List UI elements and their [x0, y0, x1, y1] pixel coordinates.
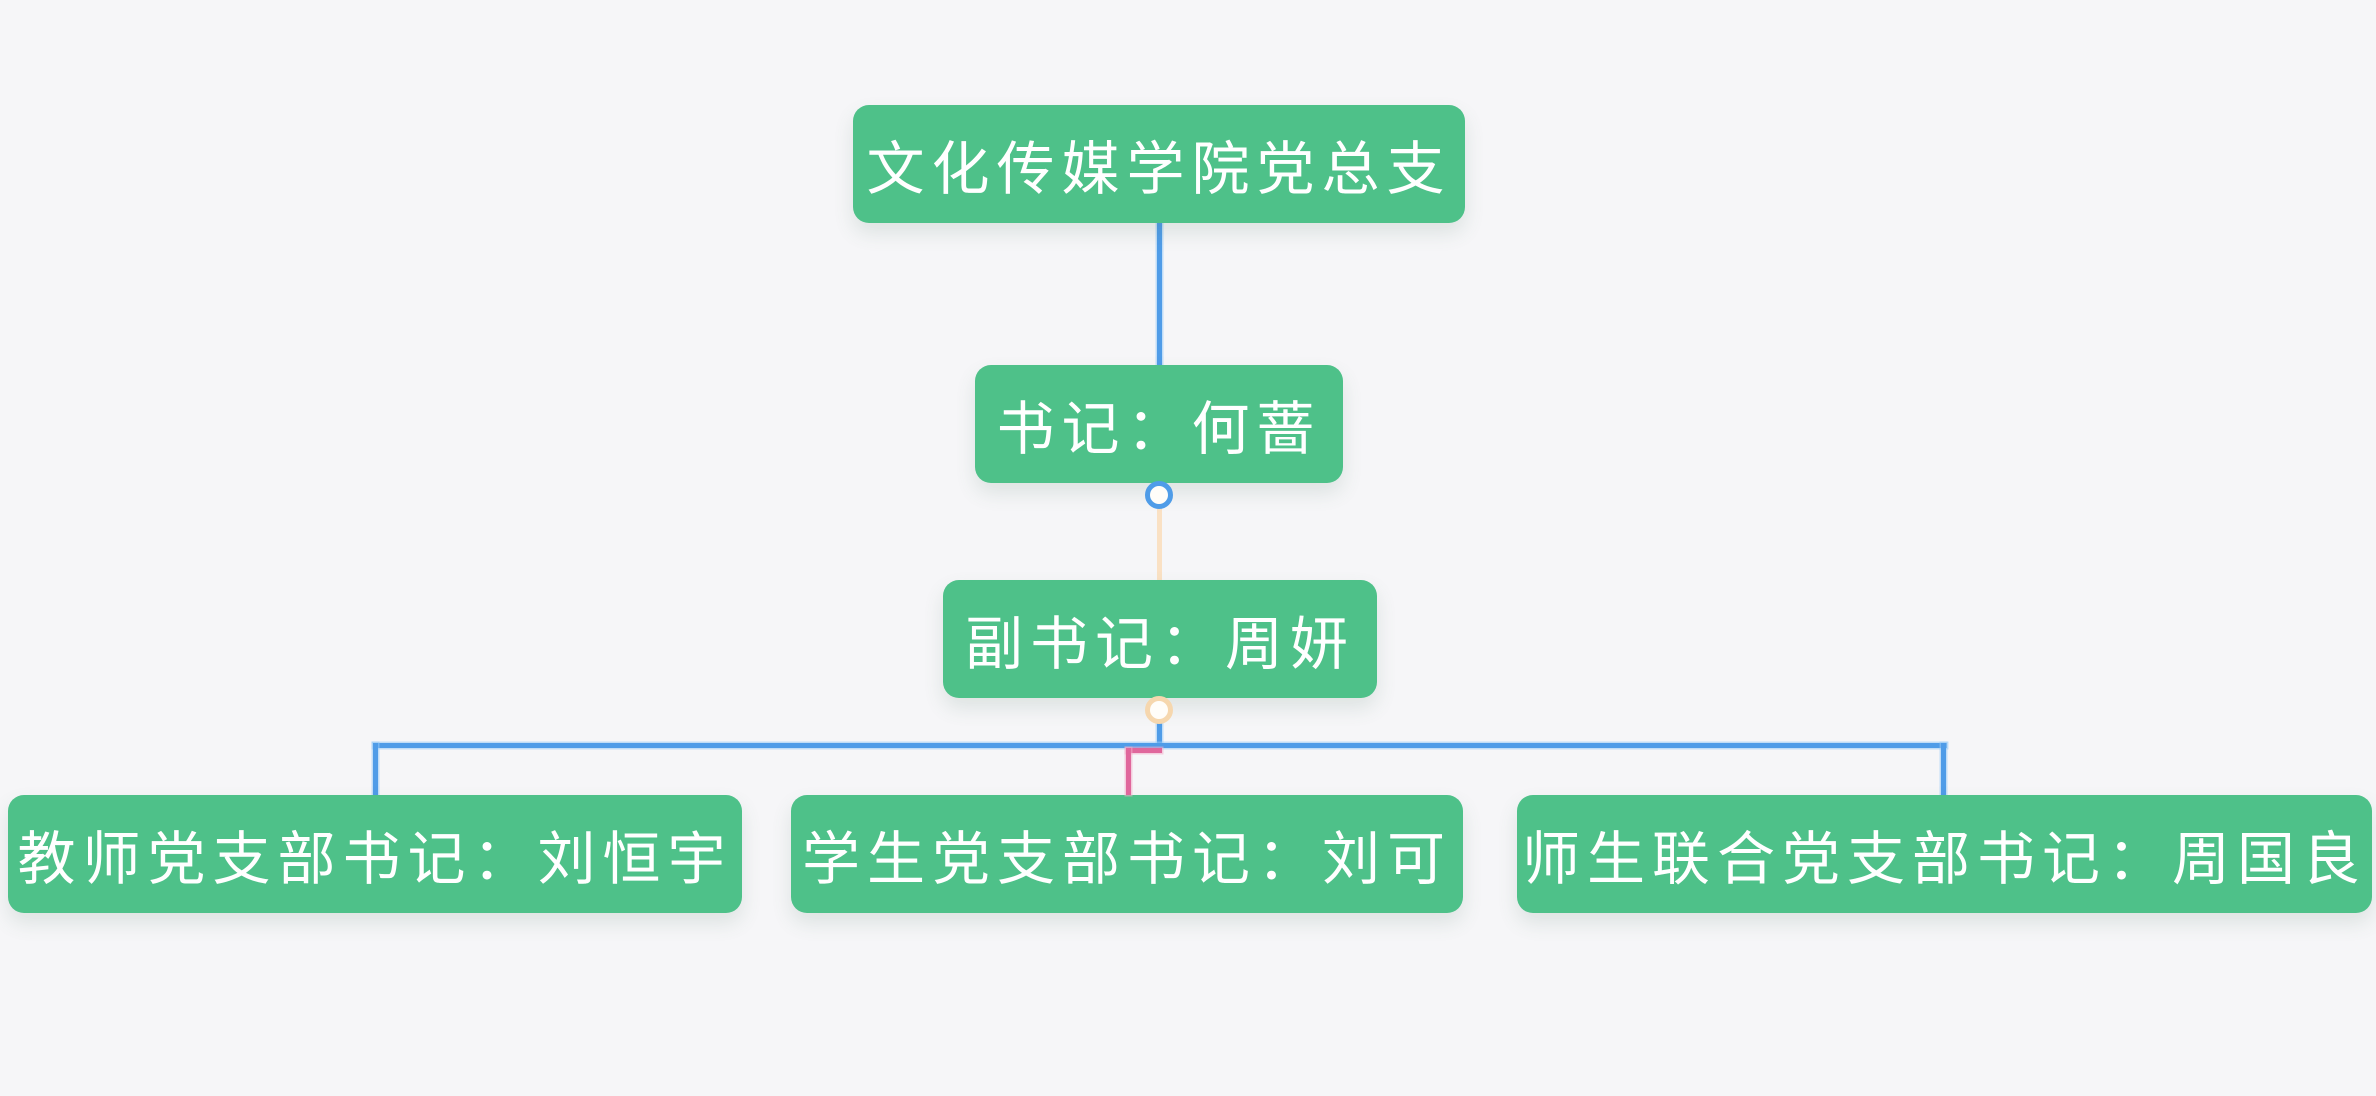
connector-drop-teacher-branch — [373, 743, 378, 795]
connector-deputy-stub — [1157, 723, 1162, 746]
node-party-general-branch[interactable]: 文化传媒学院党总支 — [853, 105, 1465, 223]
connector-root-to-secretary — [1157, 223, 1162, 365]
collapse-handle-secretary[interactable] — [1145, 481, 1173, 509]
connector-pink-jog — [1126, 748, 1162, 753]
node-secretary[interactable]: 书记：何蔷 — [975, 365, 1343, 483]
node-student-branch[interactable]: 学生党支部书记：刘可 — [791, 795, 1463, 913]
node-joint-branch-label: 师生联合党支部书记：周国良 — [1521, 827, 2367, 892]
node-deputy-secretary[interactable]: 副书记：周妍 — [943, 580, 1377, 698]
node-teacher-branch-label: 教师党支部书记：刘恒宇 — [17, 827, 733, 892]
node-joint-branch[interactable]: 师生联合党支部书记：周国良 — [1517, 795, 2372, 913]
connector-drop-student-branch — [1126, 748, 1131, 795]
node-secretary-label: 书记：何蔷 — [996, 397, 1322, 462]
connector-secretary-to-deputy — [1157, 508, 1162, 580]
connector-drop-joint-branch — [1941, 743, 1946, 795]
node-teacher-branch[interactable]: 教师党支部书记：刘恒宇 — [8, 795, 742, 913]
node-student-branch-label: 学生党支部书记：刘可 — [801, 827, 1452, 892]
node-deputy-secretary-label: 副书记：周妍 — [964, 612, 1355, 677]
node-party-general-branch-label: 文化传媒学院党总支 — [866, 137, 1452, 202]
collapse-handle-deputy[interactable] — [1145, 696, 1173, 724]
connector-branch-rail — [373, 743, 1947, 748]
